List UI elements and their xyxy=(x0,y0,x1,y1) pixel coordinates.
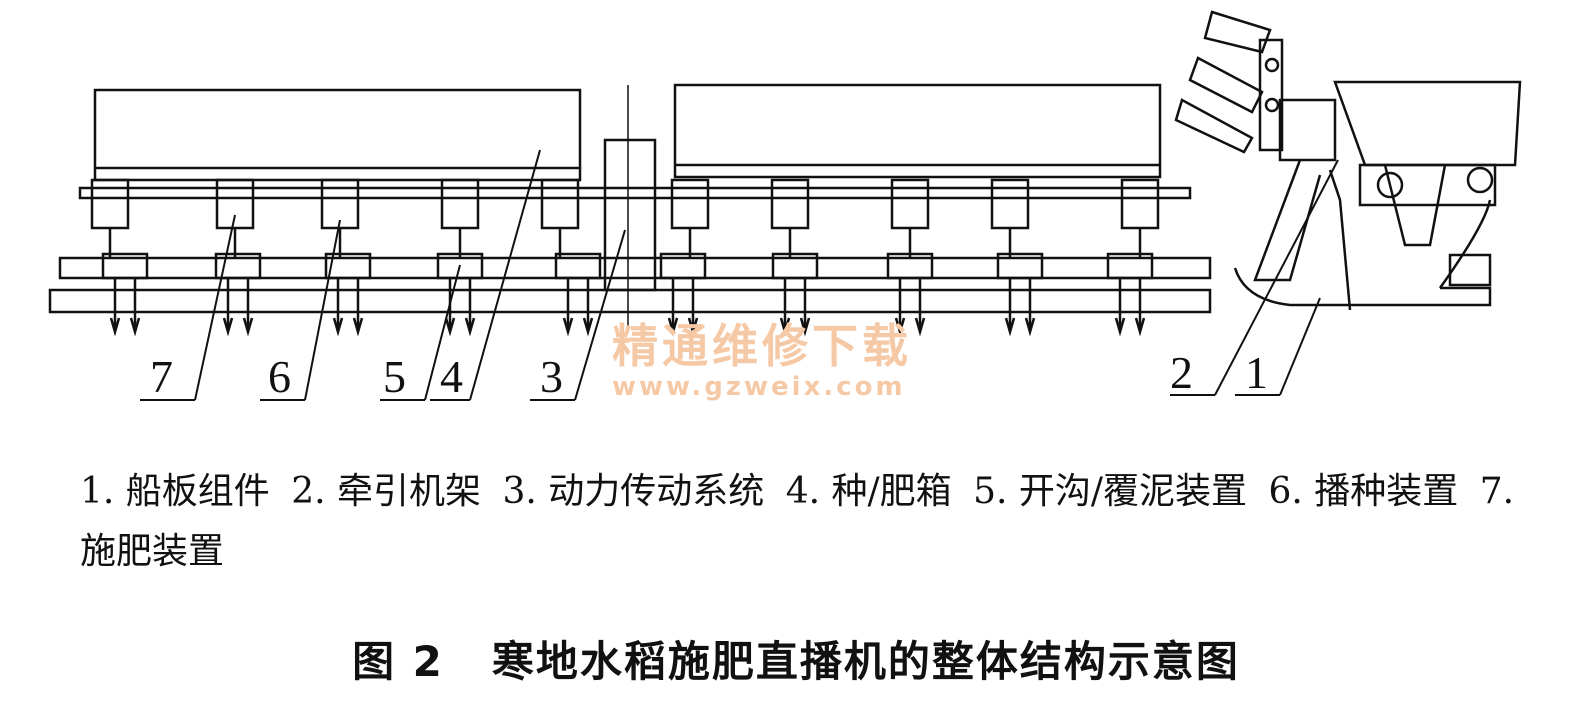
opener-unit xyxy=(996,252,1044,280)
opener-unit xyxy=(324,252,372,280)
legend-item: 7. 施肥装置 xyxy=(80,471,1515,572)
legend-item: 3. 动力传动系统 xyxy=(502,471,765,512)
opener-unit xyxy=(659,252,707,280)
lower-frame-beam xyxy=(58,256,1212,280)
machine-structure-diagram: 7 6 5 4 3 2 1 精通维修下载 www.gzweix.com xyxy=(48,10,1522,402)
opener-unit xyxy=(886,252,934,280)
legend-item: 4. 种/肥箱 xyxy=(785,471,952,512)
right-seed-fertilizer-box xyxy=(673,83,1162,179)
legend-item: 6. 播种装置 xyxy=(1268,471,1459,512)
callout-1: 1 xyxy=(1245,347,1268,398)
watermark-text: 精通维修下载 xyxy=(612,319,912,373)
figure-number: 图 2 xyxy=(352,637,444,686)
hitch-arm-1 xyxy=(1203,10,1272,54)
opener-unit xyxy=(436,252,484,280)
parts-legend: 1. 船板组件 2. 牵引机架 3. 动力传动系统 4. 种/肥箱 5. 开沟/… xyxy=(80,462,1520,582)
side-hopper xyxy=(1333,80,1522,167)
opener-units xyxy=(90,178,1160,337)
figure-title: 寒地水稻施肥直播机的整体结构示意图 xyxy=(491,637,1240,686)
boat-plate xyxy=(1233,267,1492,307)
figure-caption: 图 2 寒地水稻施肥直播机的整体结构示意图 xyxy=(0,628,1592,689)
transmission-box xyxy=(603,138,657,292)
callout-3: 3 xyxy=(540,351,563,402)
hitch-arm-3 xyxy=(1174,98,1254,154)
legend-item: 2. 牵引机架 xyxy=(291,471,482,512)
legend-item: 1. 船板组件 xyxy=(80,471,270,512)
callout-4: 4 xyxy=(440,351,463,402)
opener-unit xyxy=(1106,252,1154,280)
callout-5: 5 xyxy=(383,351,406,402)
left-seed-fertilizer-box xyxy=(93,88,582,182)
opener-unit xyxy=(771,252,819,280)
legend-item: 5. 开沟/覆泥装置 xyxy=(973,471,1248,512)
base-plate xyxy=(48,288,1212,314)
watermark-url: www.gzweix.com xyxy=(612,372,906,402)
callout-6: 6 xyxy=(268,351,291,402)
opener-unit xyxy=(214,252,262,280)
callout-2: 2 xyxy=(1170,347,1193,398)
callout-7: 7 xyxy=(150,351,173,402)
opener-unit xyxy=(101,252,149,280)
drive-shaft xyxy=(78,186,1192,200)
hitch-arm-2 xyxy=(1188,56,1264,114)
opener-unit xyxy=(554,252,602,280)
